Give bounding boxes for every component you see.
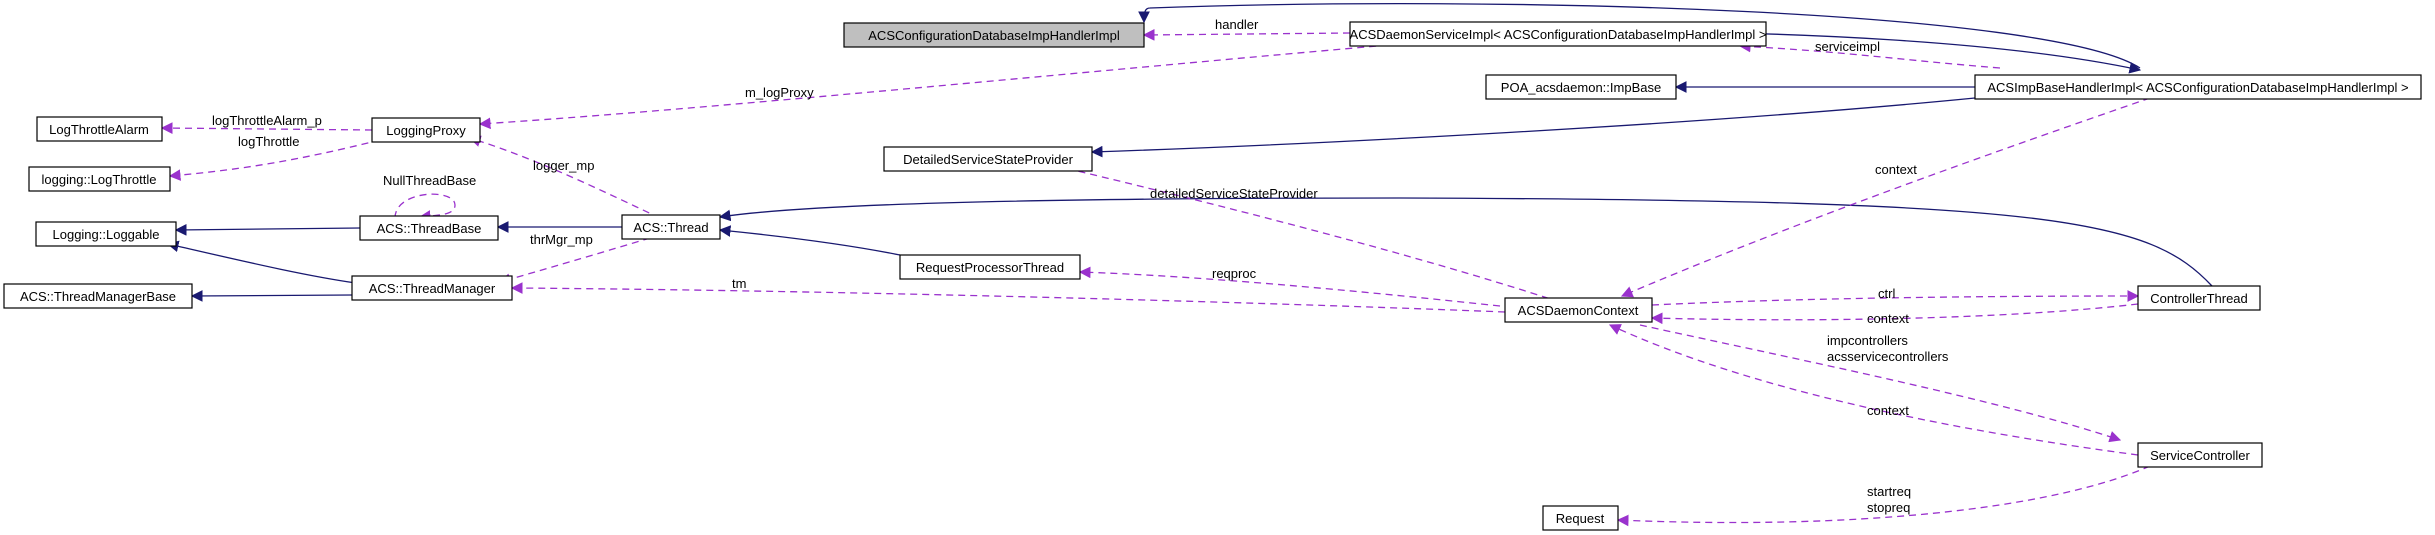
- node-acs-imp-base-handler-impl[interactable]: ACSImpBaseHandlerImpl< ACSConfigurationD…: [1974, 74, 2422, 100]
- edge-label-log-throttle: logThrottle: [238, 134, 299, 149]
- svg-text:ACS::ThreadManager: ACS::ThreadManager: [369, 281, 496, 296]
- usage-edges: [160, 29, 2151, 527]
- edge-controllerthread-to-thread: [718, 197, 2213, 287]
- edge-null-thread-base: [394, 193, 456, 222]
- edge-label-ctrl: ctrl: [1878, 286, 1895, 301]
- svg-text:Logging::Loggable: Logging::Loggable: [53, 227, 160, 242]
- svg-text:ACSImpBaseHandlerImpl< ACSConf: ACSImpBaseHandlerImpl< ACSConfigurationD…: [1987, 80, 2408, 95]
- edge-label-serviceimpl: serviceimpl: [1815, 39, 1880, 54]
- edge-ctrl: [1651, 290, 2140, 306]
- edge-labels: handler serviceimpl m_logProxy logThrott…: [212, 17, 1949, 515]
- svg-text:ACSConfigurationDatabaseImpHan: ACSConfigurationDatabaseImpHandlerImpl: [868, 28, 1120, 43]
- svg-text:ACSDaemonContext: ACSDaemonContext: [1518, 303, 1639, 318]
- edge-threadbase-to-loggable: [174, 224, 361, 236]
- edge-label-log-throttle-alarm-p: logThrottleAlarm_p: [212, 113, 322, 128]
- edge-threadmanager-to-loggable: [166, 240, 357, 284]
- edge-label-m-log-proxy: m_logProxy: [745, 85, 814, 100]
- svg-text:Request: Request: [1556, 511, 1605, 526]
- edge-thrmgr-mp: [498, 237, 651, 285]
- edge-label-tm: tm: [732, 276, 746, 291]
- edge-label-context-service: context: [1867, 403, 1909, 418]
- edge-impcontrollers: [1639, 324, 2122, 443]
- svg-text:RequestProcessorThread: RequestProcessorThread: [916, 260, 1064, 275]
- edge-context-top: [1620, 97, 2151, 298]
- edge-label-reqproc: reqproc: [1212, 266, 1257, 281]
- edge-context-ctrl: [1650, 303, 2139, 325]
- node-controller-thread[interactable]: ControllerThread: [2137, 285, 2261, 311]
- edge-label-logger-mp: logger_mp: [533, 158, 594, 173]
- node-logging-log-throttle[interactable]: logging::LogThrottle: [28, 166, 171, 192]
- edge-label-startreq: startreq: [1867, 484, 1911, 499]
- edge-handler: [1142, 29, 1351, 41]
- node-acs-thread-base[interactable]: ACS::ThreadBase: [359, 215, 499, 241]
- edge-label-impcontrollers: impcontrollers: [1827, 333, 1908, 348]
- edge-impbasehandler-to-detailedprovider: [1090, 97, 1976, 158]
- edge-label-null-thread-base: NullThreadBase: [383, 173, 476, 188]
- edge-label-acsservicecontrollers: acsservicecontrollers: [1827, 349, 1949, 364]
- node-acs-thread-manager[interactable]: ACS::ThreadManager: [351, 275, 513, 301]
- node-logging-loggable[interactable]: Logging::Loggable: [35, 221, 177, 247]
- edge-impbasehandler-to-cfgdbhandler: [1138, 2, 2141, 69]
- edge-label-context-top: context: [1875, 162, 1917, 177]
- node-acs-thread-manager-base[interactable]: ACS::ThreadManagerBase: [3, 283, 193, 309]
- edge-detailed-provider: [1038, 158, 1561, 303]
- svg-text:ACS::Thread: ACS::Thread: [633, 220, 708, 235]
- svg-text:ACS::ThreadBase: ACS::ThreadBase: [377, 221, 482, 236]
- node-acs-configuration-database-imp-handler-impl[interactable]: ACSConfigurationDatabaseImpHandlerImpl: [843, 22, 1145, 48]
- edge-reqproc: [1078, 266, 1501, 307]
- edge-label-thrmgr-mp: thrMgr_mp: [530, 232, 593, 247]
- svg-text:ControllerThread: ControllerThread: [2150, 291, 2248, 306]
- edge-label-stopreq: stopreq: [1867, 500, 1910, 515]
- svg-text:LoggingProxy: LoggingProxy: [386, 123, 466, 138]
- svg-text:logging::LogThrottle: logging::LogThrottle: [42, 172, 157, 187]
- edge-label-handler: handler: [1215, 17, 1259, 32]
- svg-text:LogThrottleAlarm: LogThrottleAlarm: [49, 122, 149, 137]
- edge-logger-mp: [468, 135, 661, 219]
- edge-log-throttle: [168, 139, 381, 181]
- node-acs-thread[interactable]: ACS::Thread: [621, 214, 721, 240]
- edge-requestprocessor-to-thread: [718, 225, 901, 256]
- node-detailed-service-state-provider[interactable]: DetailedServiceStateProvider: [883, 146, 1093, 172]
- node-acs-daemon-service-impl[interactable]: ACSDaemonServiceImpl< ACSConfigurationDa…: [1349, 21, 1767, 47]
- svg-text:DetailedServiceStateProvider: DetailedServiceStateProvider: [903, 152, 1073, 167]
- edge-label-detailed-provider: detailedServiceStateProvider: [1150, 186, 1318, 201]
- edge-m-log-proxy: [478, 43, 1401, 130]
- edge-log-throttle-alarm-p: [160, 122, 373, 134]
- inheritance-edges: [166, 2, 2213, 302]
- node-request[interactable]: Request: [1542, 505, 1619, 531]
- node-acs-daemon-context[interactable]: ACSDaemonContext: [1504, 297, 1653, 323]
- edge-threadmanager-to-managerbase: [190, 290, 353, 302]
- node-poa-acsdaemon-impbase[interactable]: POA_acsdaemon::ImpBase: [1485, 74, 1677, 100]
- node-service-controller[interactable]: ServiceController: [2137, 442, 2263, 468]
- edge-label-context-ctrl: context: [1867, 311, 1909, 326]
- svg-text:ServiceController: ServiceController: [2150, 448, 2250, 463]
- svg-text:POA_acsdaemon::ImpBase: POA_acsdaemon::ImpBase: [1501, 80, 1661, 95]
- edge-serviceimpl: [1738, 40, 2001, 69]
- nodes: ACSConfigurationDatabaseImpHandlerImpl A…: [3, 21, 2422, 531]
- node-request-processor-thread[interactable]: RequestProcessorThread: [899, 254, 1081, 280]
- svg-text:ACSDaemonServiceImpl< ACSConfi: ACSDaemonServiceImpl< ACSConfigurationDa…: [1350, 27, 1767, 42]
- node-logging-proxy[interactable]: LoggingProxy: [371, 117, 481, 143]
- edge-startreq-stopreq: [1616, 465, 2151, 527]
- svg-text:ACS::ThreadManagerBase: ACS::ThreadManagerBase: [20, 289, 176, 304]
- node-log-throttle-alarm[interactable]: LogThrottleAlarm: [36, 116, 163, 142]
